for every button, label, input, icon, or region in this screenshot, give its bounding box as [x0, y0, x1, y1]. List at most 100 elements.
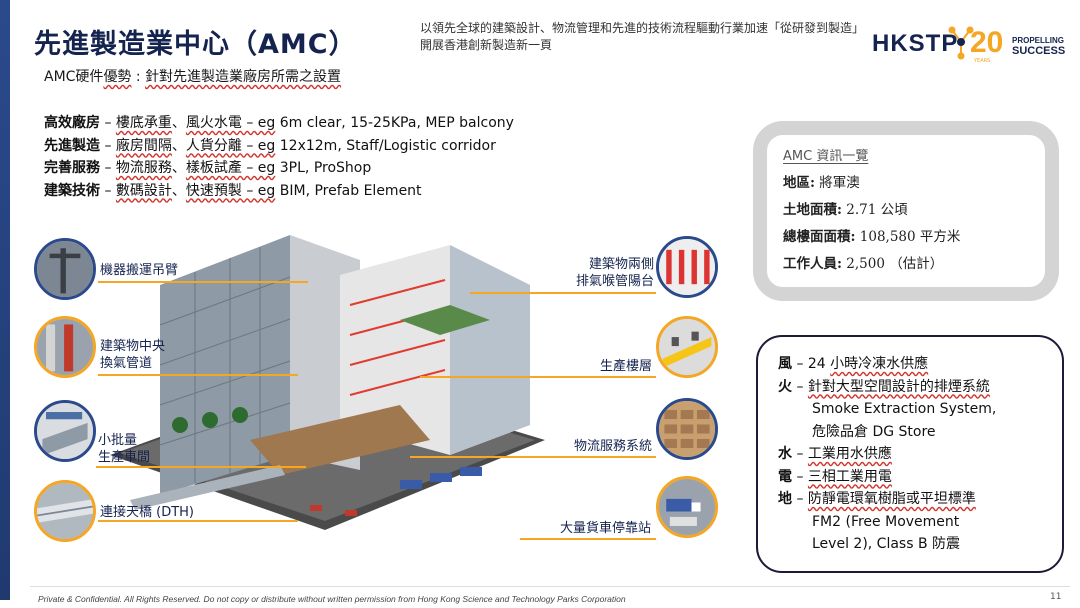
logo-brand: HKSTP: [872, 30, 959, 57]
utility-floor-line-3: Level 2), Class B 防震: [812, 536, 961, 552]
utility-sep: –: [792, 378, 808, 395]
feature-sep: –: [100, 137, 116, 154]
feature-key: 先進製造: [44, 137, 100, 154]
feature-desc: 快速預製: [185, 182, 242, 199]
callout-bridge: 連接天橋 (DTH): [100, 505, 195, 520]
feature-key: 建築技術: [44, 182, 100, 199]
building-illustration: [110, 235, 545, 530]
callout-floor-line: [420, 376, 656, 378]
info-label: 地區:: [783, 175, 815, 191]
callout-exhaust-line: [470, 292, 656, 294]
callout-batch-line-2: 生產車間: [98, 450, 151, 465]
feature-key: 完善服務: [44, 160, 100, 176]
info-box-title: AMC 資訊一覽: [783, 149, 869, 164]
callout-ventilation-line: [98, 374, 298, 376]
feature-eg: – eg: [241, 137, 276, 154]
amc-info-box: AMC 資訊一覽 地區: 將軍澳 土地面積: 2.71 公頃 總樓面面積: 10…: [753, 121, 1059, 301]
feature-row: 建築技術 – 數碼設計、快速預製 – eg BIM, Prefab Elemen…: [44, 180, 514, 203]
feature-list: 高效廠房 – 樓底承重、風火水電 – eg 6m clear, 15-25KPa…: [44, 112, 514, 202]
utility-value: 工業用水供應: [807, 446, 892, 462]
feature-row: 高效廠房 – 樓底承重、風火水電 – eg 6m clear, 15-25KPa…: [44, 112, 514, 135]
ventilation-photo: [34, 316, 96, 378]
logistics-photo: [656, 398, 718, 460]
feature-desc: 物流服務: [115, 160, 172, 176]
feature-desc: 樣板試產: [185, 160, 242, 176]
info-row: 總樓面面積: 108,580 平方米: [783, 224, 1045, 251]
callout-truck: 大量貨車停靠站: [560, 521, 652, 536]
feature-desc: 風火水電: [185, 115, 242, 131]
utility-value: 三相工業用電: [807, 468, 892, 485]
exhaust-balcony-photo: [656, 236, 718, 298]
callout-crane-line: [98, 281, 308, 283]
bridge-photo: [34, 480, 96, 542]
crane-photo: [34, 238, 96, 300]
feature-desc: 樓底承重: [115, 115, 172, 131]
utility-value: 小時冷凍水供應: [830, 356, 929, 372]
feature-row: 先進製造 – 廠房間隔、人貨分離 – eg 12x12m, Staff/Logi…: [44, 135, 514, 158]
feature-sep: 、: [171, 115, 186, 131]
utility-key: 電: [778, 468, 792, 485]
feature-sep: 、: [171, 182, 186, 199]
info-value: 2,500 （估計）: [841, 256, 944, 272]
info-label: 工作人員:: [783, 256, 842, 272]
utility-key: 風: [778, 356, 792, 372]
callout-logistics: 物流服務系統: [574, 439, 653, 454]
callout-exhaust-line-1: 建築物兩側: [588, 257, 654, 272]
info-value: 108,580 平方米: [855, 229, 961, 245]
left-accent-bar: [0, 0, 10, 600]
callout-ventilation-line-1: 建築物中央: [100, 339, 166, 354]
callout-logistics-line: [410, 456, 656, 458]
feature-detail: 12x12m, Staff/Logistic corridor: [275, 137, 496, 154]
feature-sep: 、: [171, 137, 186, 154]
utility-value: 防靜電環氧樹脂或平坦標準: [807, 491, 976, 507]
page-number: 11: [1050, 592, 1062, 602]
utility-fire-line-2: Smoke Extraction System,: [812, 401, 997, 417]
feature-detail: 3PL, ProShop: [275, 160, 372, 176]
page-title: 先進製造業中心（AMC）: [34, 29, 357, 60]
utility-fire: 火 – 針對大型空間設計的排煙系統: [778, 376, 1062, 399]
logo-anniversary: 20: [970, 26, 1004, 59]
feature-sep: –: [100, 115, 116, 131]
info-row: 工作人員: 2,500 （估計）: [783, 251, 1045, 278]
info-value: 2.71 公頃: [841, 202, 908, 218]
info-label: 土地面積:: [783, 202, 842, 218]
feature-desc: 廠房間隔: [115, 137, 172, 154]
callout-batch: 小批量 生產車間: [98, 432, 150, 466]
header-tagline: 以領先全球的建築設計、物流管理和先進的技術流程驅動行業加速「從研發到製造」 開展…: [420, 20, 865, 54]
subtitle: AMC硬件優勢 : 針對先進製造業廠房所需之設置: [44, 66, 341, 86]
utility-power: 電 – 三相工業用電: [778, 466, 1062, 489]
subtitle-emph: 優勢: [103, 69, 132, 85]
utility-sep: –: [792, 468, 808, 485]
callout-ventilation: 建築物中央 換氣管道: [100, 338, 165, 372]
feature-sep: –: [100, 160, 116, 176]
callout-bridge-line: [98, 520, 298, 522]
footer-notice: Private & Confidential. All Rights Reser…: [38, 594, 626, 604]
tagline-line-2: 開展香港創新製造新一頁: [420, 38, 553, 52]
feature-eg: – eg: [241, 160, 276, 176]
molecule-icon: [948, 26, 974, 60]
subtitle-rest: 針對先進製造業廠房所需之設置: [145, 69, 342, 85]
utility-fire-line-3: 危險品倉 DG Store: [812, 423, 936, 440]
production-floor-photo: [656, 316, 718, 378]
feature-eg: – eg: [241, 182, 276, 199]
feature-desc: 數碼設計: [115, 182, 172, 199]
logo-slogan-line-2: SUCCESS: [1012, 45, 1066, 57]
callout-exhaust-line-2: 排氣喉管陽台: [575, 274, 654, 289]
feature-detail: BIM, Prefab Element: [275, 182, 422, 199]
tagline-line-1: 以領先全球的建築設計、物流管理和先進的技術流程驅動行業加速「從研發到製造」: [420, 21, 865, 35]
callout-batch-line-1: 小批量: [98, 433, 138, 448]
utility-floor-line-2: FM2 (Free Movement: [812, 513, 960, 530]
utility-floor: 地 – 防靜電環氧樹脂或平坦標準: [778, 488, 1062, 511]
info-label: 總樓面面積:: [783, 229, 856, 245]
callout-floor: 生產樓層: [600, 359, 653, 374]
info-row: 土地面積: 2.71 公頃: [783, 197, 1045, 224]
subtitle-sep: :: [131, 69, 146, 85]
feature-sep: 、: [171, 160, 186, 176]
callout-ventilation-line-2: 換氣管道: [100, 356, 153, 371]
logo-slogan: PROPELLING SUCCESS: [1012, 36, 1066, 57]
utility-water: 水 – 工業用水供應: [778, 443, 1062, 466]
utility-sep: –: [792, 446, 808, 462]
feature-detail: 6m clear, 15-25KPa, MEP balcony: [275, 115, 514, 131]
footer-divider: [30, 586, 1070, 587]
utility-wind: 風 – 24 小時冷凍水供應: [778, 353, 1062, 376]
